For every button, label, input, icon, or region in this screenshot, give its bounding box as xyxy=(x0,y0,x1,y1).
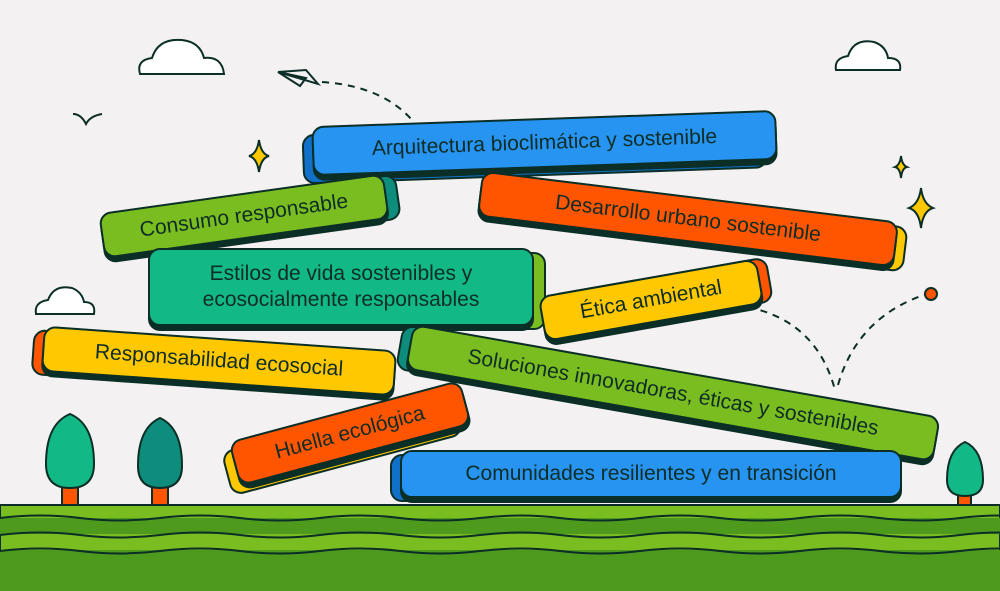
cloud-icon xyxy=(834,40,902,71)
tree-icon xyxy=(44,412,96,490)
sparkle-icon xyxy=(891,155,911,179)
cloud-icon xyxy=(34,286,96,315)
cloud-icon xyxy=(138,38,226,75)
dashed-trajectory xyxy=(734,304,836,391)
sparkle-icon xyxy=(248,139,270,173)
tree-icon xyxy=(945,440,985,498)
block-label: Estilos de vida sostenibles y ecosocialm… xyxy=(148,248,534,326)
dashed-trajectory xyxy=(837,292,931,386)
dashed-trajectory xyxy=(321,81,413,121)
sparkle-icon xyxy=(905,187,937,229)
tree-icon xyxy=(136,416,184,490)
block-comunidades: Comunidades resilientes y en transición xyxy=(390,450,902,502)
ball-icon xyxy=(924,287,938,301)
paper-plane-icon xyxy=(277,68,321,88)
block-label: Comunidades resilientes y en transición xyxy=(400,450,902,498)
block-estilos: Estilos de vida sostenibles y ecosocialm… xyxy=(148,248,546,330)
bird-icon xyxy=(72,113,103,127)
